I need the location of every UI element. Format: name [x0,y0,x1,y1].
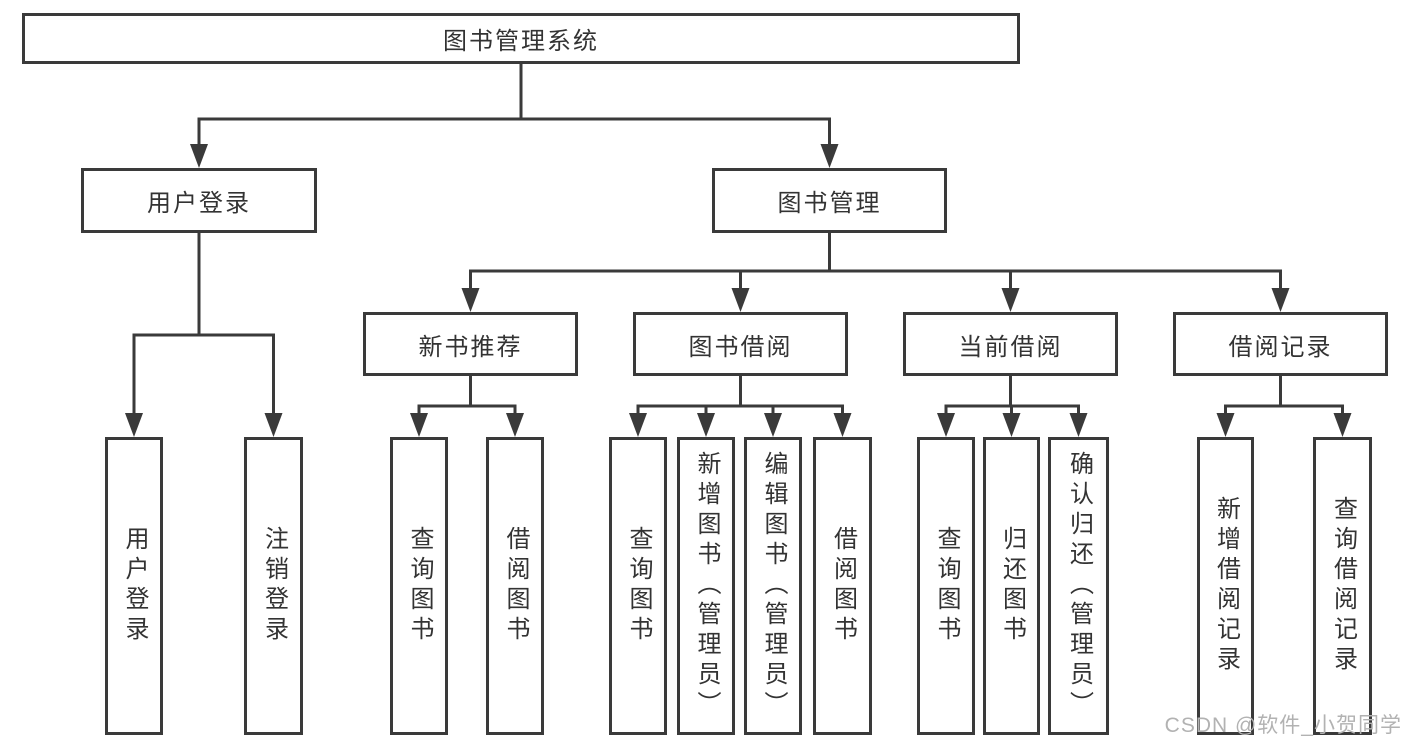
leaf-query-books-borrowing: 查询图书 [609,437,667,735]
node-book-borrowing: 图书借阅 [633,312,848,376]
node-current-borrowing: 当前借阅 [903,312,1118,376]
leaf-add-book-admin: 新增图书（管理员） [677,437,735,735]
leaf-logout: 注销登录 [244,437,303,735]
leaf-logout-label: 注销登录 [260,526,288,646]
leaf-confirm-return-admin: 确认归还（管理员） [1048,437,1109,735]
leaf-add-borrow-record-label: 新增借阅记录 [1212,496,1240,676]
csdn-watermark: CSDN @软件_小贺同学 [1164,714,1402,737]
node-borrowing-records: 借阅记录 [1173,312,1388,376]
node-book-borrowing-label: 图书借阅 [688,333,793,361]
leaf-add-borrow-record: 新增借阅记录 [1197,437,1254,735]
node-new-book-recommend-label: 新书推荐 [418,333,523,361]
leaf-user-login-label: 用户登录 [121,526,148,646]
leaf-return-book: 归还图书 [983,437,1040,735]
leaf-query-books-recommend: 查询图书 [390,437,448,735]
leaf-query-borrow-record: 查询借阅记录 [1313,437,1372,735]
leaf-query-books-current: 查询图书 [917,437,975,735]
leaf-borrow-books-borrowing-label: 借阅图书 [829,526,857,646]
leaf-return-book-label: 归还图书 [998,526,1026,646]
node-root: 图书管理系统 [22,13,1020,64]
leaf-query-books-borrowing-label: 查询图书 [625,526,652,646]
node-book-management-label: 图书管理 [777,190,882,217]
leaf-confirm-return-admin-label: 确认归还（管理员） [1065,451,1093,721]
node-borrowing-records-label: 借阅记录 [1228,333,1333,361]
leaf-query-borrow-record-label: 查询借阅记录 [1329,496,1357,676]
leaf-query-books-recommend-label: 查询图书 [406,526,433,646]
node-root-label: 图书管理系统 [443,28,599,55]
node-book-management: 图书管理 [712,168,947,233]
leaf-edit-book-admin: 编辑图书（管理员） [744,437,802,735]
node-user-login-label: 用户登录 [147,190,251,217]
leaf-edit-book-admin-label: 编辑图书（管理员） [760,451,787,721]
node-current-borrowing-label: 当前借阅 [958,333,1063,361]
node-new-book-recommend: 新书推荐 [363,312,578,376]
leaf-borrow-books-borrowing: 借阅图书 [813,437,872,735]
arrowhead-icons [125,144,1352,437]
leaf-user-login: 用户登录 [105,437,163,735]
leaf-add-book-admin-label: 新增图书（管理员） [693,451,720,721]
leaf-query-books-current-label: 查询图书 [933,526,960,646]
leaf-borrow-books-recommend-label: 借阅图书 [502,526,529,646]
leaf-borrow-books-recommend: 借阅图书 [486,437,544,735]
node-user-login: 用户登录 [81,168,317,233]
